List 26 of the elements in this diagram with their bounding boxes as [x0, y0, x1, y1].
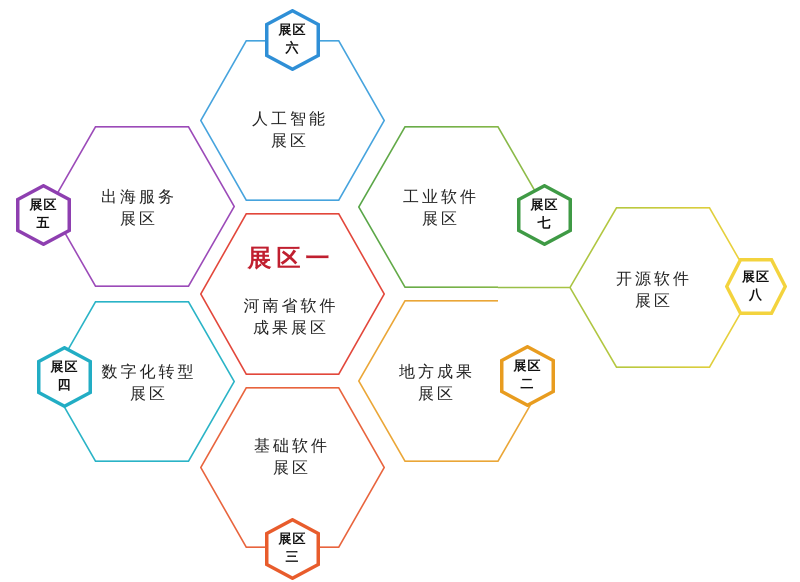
zone-name: 工业软件展区 [402, 186, 480, 230]
zone-number: 展区八 [741, 268, 771, 304]
zone-badge [16, 184, 71, 246]
zone-name: 基础软件展区 [253, 435, 331, 479]
hexagon-tile [200, 213, 385, 375]
zone-name: 地方成果展区 [398, 361, 476, 405]
zone-number: 展区六 [278, 22, 308, 58]
hexagon-tile [200, 40, 385, 201]
zone-badge [265, 9, 320, 71]
zone-number: 展区三 [278, 531, 308, 567]
zone-heading: 展区一 [246, 243, 336, 273]
zone-number: 展区七 [530, 197, 560, 233]
zone-name: 出海服务展区 [100, 186, 178, 230]
zone-name: 河南省软件成果展区 [242, 295, 340, 339]
zone-name: 人工智能展区 [251, 108, 329, 152]
zone-badge [500, 345, 555, 407]
zone-badge [37, 346, 92, 408]
zone-number: 展区四 [50, 359, 80, 395]
hexagon-tile [200, 387, 385, 548]
zone-badge [265, 518, 320, 580]
zone-number: 展区五 [28, 197, 58, 233]
zone-badge [517, 184, 572, 246]
zone-name: 数字化转型展区 [100, 361, 198, 405]
zone-badge [725, 258, 787, 315]
zone-number: 展区二 [512, 358, 542, 394]
zone-name: 开源软件展区 [615, 268, 693, 312]
